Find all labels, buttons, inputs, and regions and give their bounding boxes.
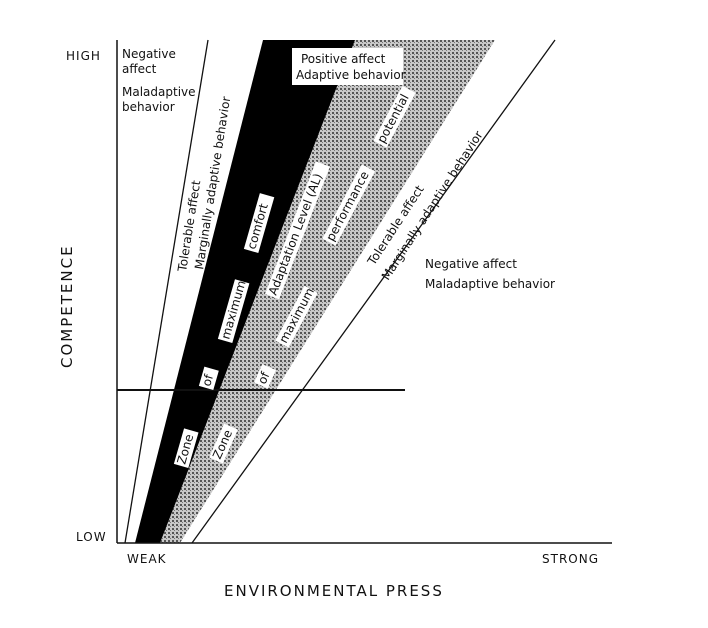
positive-line1: Positive affect — [301, 52, 386, 66]
left-tolerable-boundary — [124, 39, 209, 544]
right-tolerable-boundary — [191, 39, 556, 544]
x-high-label: STRONG — [542, 552, 599, 566]
bottom-right-line2: Maladaptive behavior — [425, 277, 555, 291]
top-left-line4: behavior — [122, 100, 175, 114]
top-left-line2: affect — [122, 62, 157, 76]
positive-line2: Adaptive behavior — [296, 68, 406, 82]
y-high-label: HIGH — [66, 49, 101, 63]
performance-zone — [160, 40, 495, 543]
top-left-line3: Maladaptive — [122, 85, 196, 99]
y-axis-title: COMPETENCE — [58, 244, 76, 368]
positive-affect-box — [292, 48, 403, 85]
comfort-of-word: of — [199, 372, 216, 388]
x-axis-title: ENVIRONMENTAL PRESS — [224, 582, 444, 600]
bottom-right-line1: Negative affect — [425, 257, 517, 271]
x-low-label: WEAK — [127, 552, 167, 566]
y-low-label: LOW — [76, 530, 107, 544]
top-left-line1: Negative — [122, 47, 176, 61]
